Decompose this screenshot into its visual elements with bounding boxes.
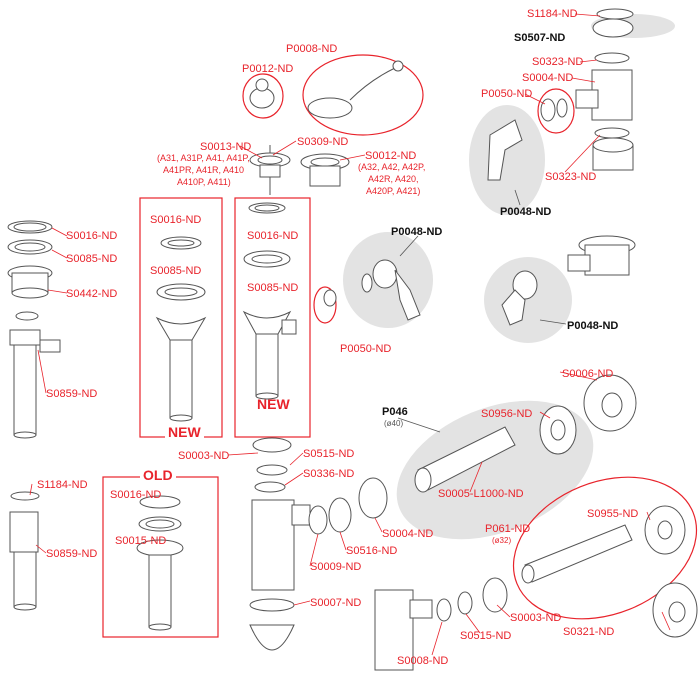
label-p0048-mid: P0048-ND — [391, 226, 443, 238]
label-s0336: S0336-ND — [303, 468, 355, 480]
label-s0012-models: A420P, A421) — [366, 186, 421, 196]
label-s0012-models: A42R, A420, — [368, 174, 419, 184]
label-p0050-top: P0050-ND — [481, 88, 533, 100]
label-s0859-bottom: S0859-ND — [46, 548, 98, 560]
label-s0013-models: A41PR, A41R, A410 — [163, 165, 245, 175]
label-s0323-top: S0323-ND — [532, 56, 584, 68]
kit-outlines — [102, 54, 698, 638]
label-p0008: P0008-ND — [286, 43, 338, 55]
group-highlights — [343, 14, 675, 540]
label-s0013-models: (A31, A31P, A41, A41P, — [157, 153, 250, 163]
label-s0956: S0956-ND — [481, 408, 533, 420]
label-p0048-right: P0048-ND — [567, 320, 619, 332]
label-s1184-bottom: S1184-ND — [37, 479, 88, 491]
group-leader-lines — [397, 189, 567, 433]
label-s0007: S0007-ND — [310, 597, 362, 609]
label-s0009: S0009-ND — [310, 561, 362, 573]
label-s0085-left: S0085-ND — [66, 253, 118, 265]
label-s0008: S0008-ND — [397, 655, 449, 667]
label-old-s0016: S0016-ND — [110, 489, 162, 501]
label-s0006: S0006-ND — [562, 368, 614, 380]
label-s0515-mid: S0515-ND — [303, 448, 355, 460]
label-s0016-left: S0016-ND — [66, 230, 118, 242]
label-s0004-top: S0004-ND — [522, 72, 574, 84]
label-s0955: S0955-ND — [587, 508, 639, 520]
label-s0859-top: S0859-ND — [46, 388, 98, 400]
label-p0048-top: P0048-ND — [500, 206, 552, 218]
label-p0050-mid: P0050-ND — [340, 343, 392, 355]
label-s1184-top: S1184-ND — [527, 8, 578, 20]
label-s0004-mid: S0004-ND — [382, 528, 434, 540]
label-s0309: S0309-ND — [297, 136, 349, 148]
new-badge-1: NEW — [165, 424, 204, 440]
old-badge: OLD — [140, 467, 176, 483]
label-new1-s0085: S0085-ND — [150, 265, 202, 277]
label-p046: P046 — [382, 406, 408, 418]
label-new1-s0016: S0016-ND — [150, 214, 202, 226]
label-p061: P061-ND — [485, 523, 531, 535]
label-new2-s0085: S0085-ND — [247, 282, 299, 294]
label-s0012-models: (A32, A42, A42P, — [358, 162, 426, 172]
label-s0323-bottom: S0323-ND — [545, 171, 597, 183]
label-s0003-mid: S0003-ND — [178, 450, 230, 462]
label-p046-diameter: (ø40) — [384, 419, 404, 428]
label-old-s0015: S0015-ND — [115, 535, 167, 547]
label-s0003-bottom: S0003-ND — [510, 612, 562, 624]
label-s0515-bottom: S0515-ND — [460, 630, 512, 642]
label-p061-diameter: (ø32) — [492, 536, 512, 545]
label-s0321: S0321-ND — [563, 626, 615, 638]
leader-lines — [29, 13, 671, 656]
label-s0516: S0516-ND — [346, 545, 398, 557]
label-s0005: S0005-L1000-ND — [438, 488, 524, 500]
label-new2-s0016: S0016-ND — [247, 230, 299, 242]
label-s0507: S0507-ND — [514, 32, 566, 44]
parts — [7, 8, 698, 671]
label-s0013-models: A410P, A411) — [177, 177, 231, 187]
new-badge-2: NEW — [257, 396, 290, 412]
label-p0012: P0012-ND — [242, 63, 294, 75]
label-s0012: S0012-ND — [365, 150, 417, 162]
label-s0442: S0442-ND — [66, 288, 118, 300]
label-s0013: S0013-ND — [200, 141, 252, 153]
